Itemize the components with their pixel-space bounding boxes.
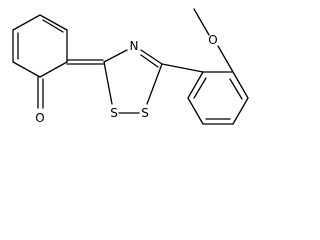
bond-ar2-ar3 bbox=[232, 71, 249, 99]
methoxy-group bbox=[193, 8, 234, 73]
exocyclic-double-bond bbox=[66, 59, 104, 65]
bond-c-s-right bbox=[146, 63, 163, 105]
bond-ar6-ar1-inner bbox=[193, 77, 207, 99]
bond-ar6-ar1 bbox=[187, 71, 204, 99]
bond-c4-c5 bbox=[12, 61, 41, 78]
bond-ar-o bbox=[217, 45, 234, 73]
bond-s-c-left bbox=[103, 61, 113, 105]
bond-c-aryl bbox=[161, 63, 204, 73]
carbonyl-group bbox=[37, 76, 44, 109]
bond-c3-c4 bbox=[39, 61, 68, 78]
atom-carbonyl-oxygen: O bbox=[35, 111, 44, 125]
atom-ring-sulfur-left: S bbox=[110, 106, 118, 120]
bond-c1-c2 bbox=[39, 14, 68, 31]
atom-methoxy-oxygen: O bbox=[208, 33, 217, 47]
bond-c-n bbox=[103, 49, 128, 63]
dithiazole-ring bbox=[103, 49, 163, 114]
bond-c6-c1 bbox=[12, 14, 41, 31]
bond-o-ch3 bbox=[193, 8, 210, 36]
bond-ar2-ar3-inner bbox=[229, 78, 243, 100]
chemical-structure-diagram: O N S S O bbox=[12, 8, 249, 125]
atom-ring-nitrogen: N bbox=[130, 39, 139, 53]
atom-ring-sulfur-right: S bbox=[141, 106, 149, 120]
bond-n-c-double bbox=[140, 54, 159, 68]
cyclohexadienone-ring bbox=[12, 14, 68, 78]
phenyl-ring bbox=[187, 71, 249, 125]
bond-c1-c2-inner bbox=[42, 19, 64, 33]
bond-ar5-ar6 bbox=[187, 97, 204, 125]
aryl-link bbox=[161, 63, 204, 73]
bond-ar3-ar4 bbox=[232, 97, 249, 125]
bond-n-c bbox=[140, 49, 163, 65]
